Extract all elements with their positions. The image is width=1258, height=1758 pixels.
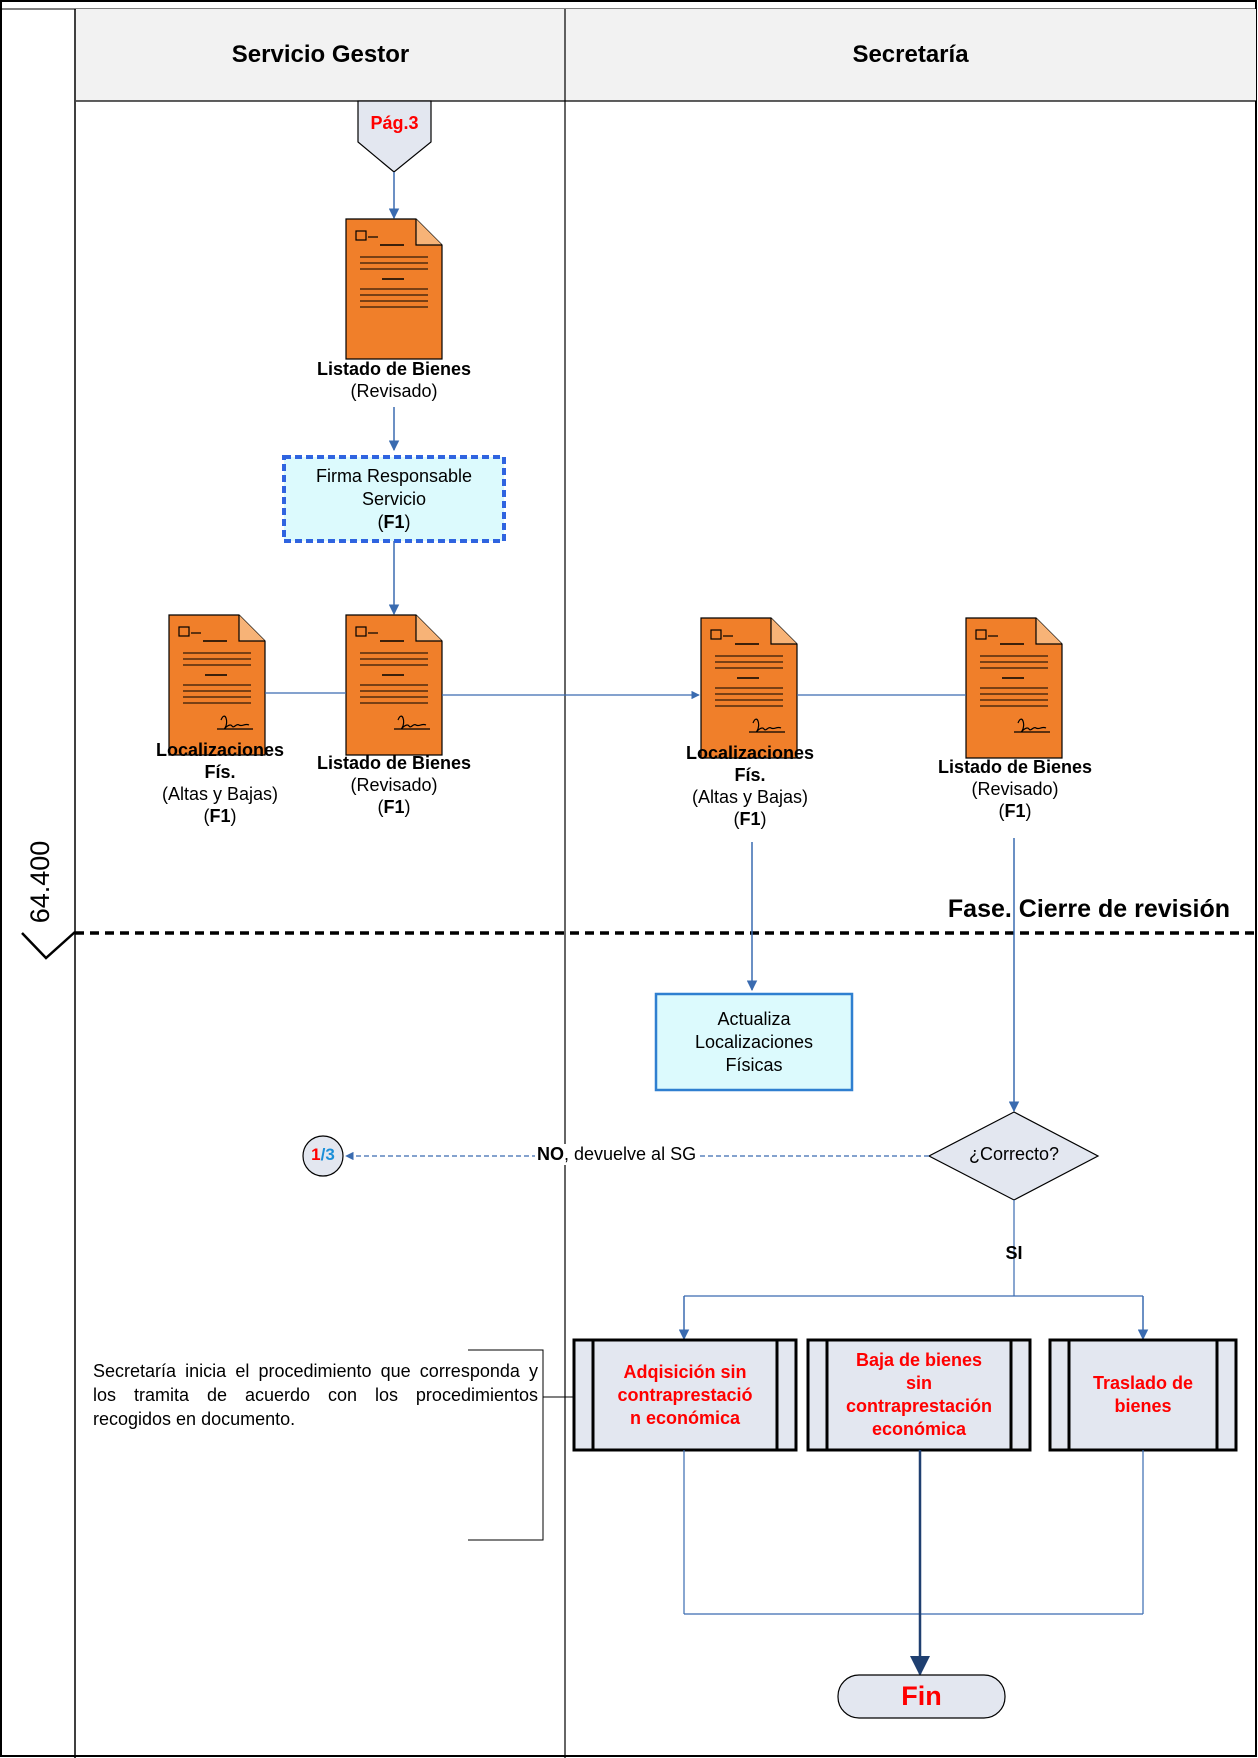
decision-label: ¿Correcto? bbox=[968, 1144, 1060, 1164]
procedure-note: Secretaría inicia el procedimiento que c… bbox=[93, 1361, 538, 1429]
si-label: SI bbox=[1005, 1243, 1023, 1263]
firma-line1: Firma Responsable bbox=[315, 465, 473, 486]
doc-title: Listado de Bienes bbox=[316, 359, 472, 379]
doc-listado-left-label: Listado de Bienes (Revisado) (F1) bbox=[316, 753, 472, 817]
chevron-down-icon bbox=[21, 931, 76, 960]
doc-sub: (Revisado) bbox=[350, 381, 438, 401]
firma-line2: Servicio bbox=[361, 488, 426, 509]
phase-label: Fase. Cierre de revisión bbox=[947, 895, 1230, 923]
doc-localizaciones-left-label: Localizaciones Fís. (Altas y Bajas) (F1) bbox=[155, 740, 285, 826]
firma-process-box bbox=[282, 455, 506, 543]
lane-title-servicio-gestor: Servicio Gestor bbox=[231, 41, 410, 68]
subprocess-box bbox=[806, 1338, 1032, 1452]
lane-header bbox=[76, 9, 1256, 101]
document-icon bbox=[965, 617, 1063, 759]
end-terminator bbox=[837, 1674, 1006, 1719]
page-connector-shape bbox=[357, 100, 432, 173]
subprocess-box bbox=[572, 1338, 798, 1452]
document-icon bbox=[700, 617, 798, 759]
end-label: Fin bbox=[901, 1681, 942, 1711]
actualiza-process-box bbox=[654, 992, 854, 1092]
actualiza-process: Actualiza Localizaciones Físicas bbox=[694, 1008, 814, 1075]
page-connector-label: Pág.3 bbox=[370, 113, 419, 133]
doc-listado-right-label: Listado de Bienes (Revisado) (F1) bbox=[937, 757, 1093, 821]
firma-process: Firma Responsable Servicio (F1) bbox=[315, 465, 473, 532]
document-icon bbox=[345, 614, 443, 756]
document-icon bbox=[345, 218, 443, 360]
firma-code: F1 bbox=[383, 511, 405, 532]
document-icon bbox=[168, 614, 266, 756]
doc-listado-label: Listado de Bienes (Revisado) bbox=[274, 358, 514, 402]
lane-title-secretaria: Secretaría bbox=[852, 41, 969, 68]
doc-localizaciones-right-label: Localizaciones Fís. (Altas y Bajas) (F1) bbox=[685, 743, 815, 829]
offpage-connector-label: 1/3 bbox=[311, 1145, 335, 1164]
offpage-connector bbox=[302, 1135, 344, 1177]
no-branch-label: NO, devuelve al SG bbox=[535, 1144, 699, 1165]
page-code: 64.400 bbox=[25, 840, 55, 924]
